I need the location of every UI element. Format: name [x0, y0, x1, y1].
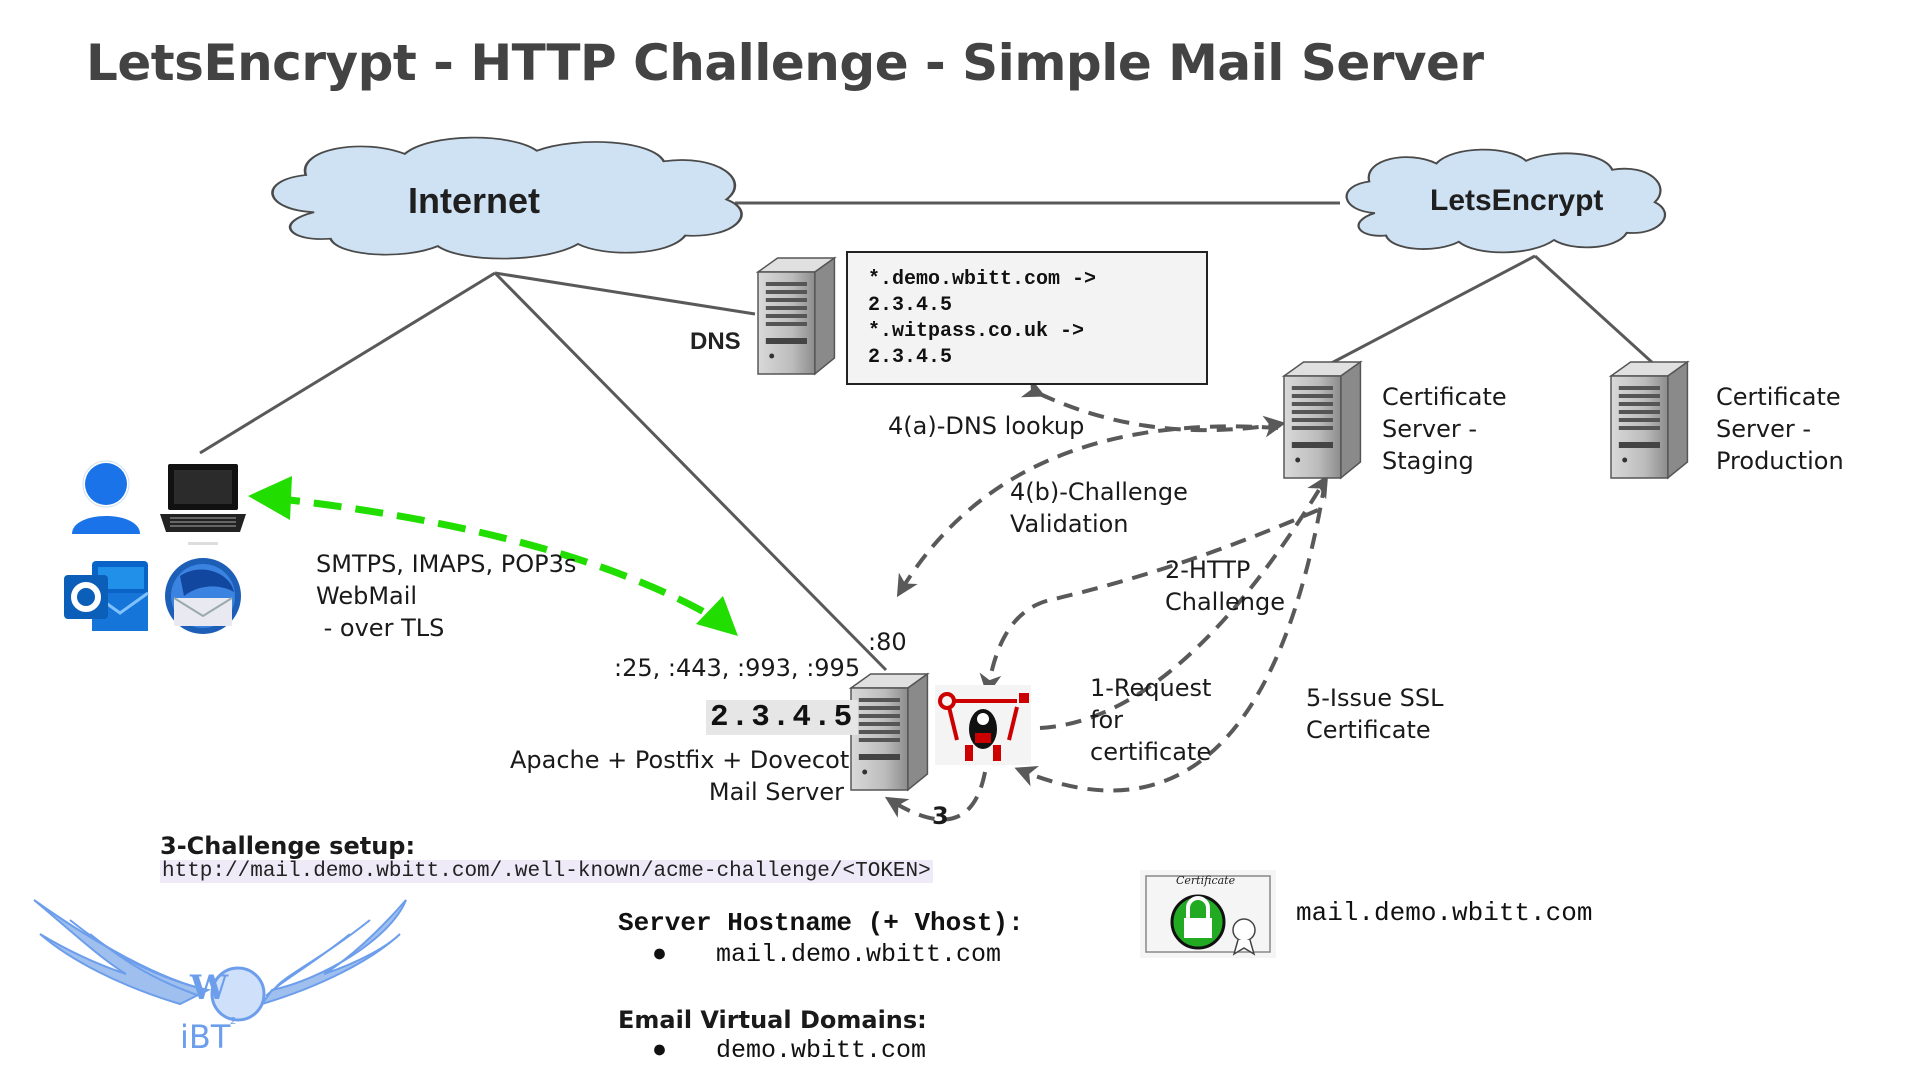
server-icon: [1283, 361, 1362, 479]
hostname-item: mail.demo.wbitt.com: [716, 940, 1002, 969]
virtual-domains-bullet: ●: [652, 1036, 668, 1065]
logo-sup: 2: [230, 1016, 237, 1027]
label-line: 5-Issue SSL: [1306, 684, 1444, 712]
certbot-icon: [935, 685, 1031, 765]
label-line: - over TLS: [316, 614, 445, 642]
user-icon: [72, 460, 140, 534]
step-challenge-validation: 4(b)-Challenge Validation: [1010, 476, 1188, 540]
dns-records-box: *.demo.wbitt.com -> 2.3.4.5 *.witpass.co…: [846, 251, 1208, 385]
flow-issue-ssl: [1014, 481, 1327, 793]
certificate-domain: mail.demo.wbitt.com: [1296, 898, 1593, 928]
label-line: Production: [1716, 447, 1844, 475]
flow-request: [1039, 474, 1329, 730]
label-line: WebMail: [316, 582, 418, 610]
mail-server-name: Apache + Postfix + Dovecot Mail Server: [510, 744, 850, 808]
dns-record: 2.3.4.5: [868, 294, 953, 317]
dns-record: 2.3.4.5: [868, 346, 953, 369]
dns-record: *.witpass.co.uk ->: [868, 320, 1085, 343]
server-icon: [1610, 361, 1689, 479]
label-line: Certificate: [1716, 383, 1841, 411]
step-request: 1-Request for certificate: [1090, 672, 1211, 768]
label-line: 4(b)-Challenge: [1010, 478, 1188, 506]
virtual-domains-item: demo.wbitt.com: [716, 1036, 927, 1065]
flow-challenge-validation: [896, 424, 1279, 598]
logo-brand: iBT: [180, 1018, 231, 1056]
letsencrypt-label: LetsEncrypt: [1430, 184, 1604, 217]
label-line: SMTPS, IMAPS, POP3s: [316, 550, 577, 578]
hostname-title: Server Hostname (+ Vhost):: [618, 908, 1024, 938]
flow-http-challenge: [979, 508, 1319, 696]
mail-ports-label: :25, :443, :993, :995: [614, 654, 861, 682]
certificate-icon: [1140, 870, 1276, 958]
label-line: Challenge: [1165, 588, 1285, 616]
hostname-bullet: ●: [652, 940, 668, 969]
step-dns-lookup: 4(a)-DNS lookup: [888, 412, 1085, 440]
virtual-domains-title: Email Virtual Domains:: [618, 1006, 927, 1034]
certificate-badge-text: Certificate: [1176, 874, 1236, 887]
cert-server-staging-label: Certificate Server - Staging: [1382, 381, 1507, 477]
mail-server-ip: 2.3.4.5: [706, 700, 859, 735]
flow-challenge-setup: [884, 771, 987, 822]
dns-label: DNS: [690, 328, 741, 355]
server-icon: [850, 673, 929, 791]
port-80-label: :80: [868, 628, 907, 656]
internet-label: Internet: [408, 180, 541, 221]
label-line: Apache + Postfix + Dovecot: [510, 746, 850, 774]
outlook-icon: [64, 561, 149, 631]
label-line: 2-HTTP: [1165, 556, 1251, 584]
dashed-flows: [884, 377, 1329, 822]
label-line: certificate: [1090, 738, 1212, 766]
client-protocols: SMTPS, IMAPS, POP3s WebMail - over TLS: [316, 548, 576, 644]
dns-record: *.demo.wbitt.com ->: [868, 268, 1097, 291]
thunderbird-icon: [165, 558, 241, 634]
label-line: Server -: [1382, 415, 1477, 443]
label-line: Mail Server: [708, 778, 844, 806]
label-line: for: [1090, 706, 1123, 734]
label-line: Staging: [1382, 447, 1474, 475]
label-line: 1-Request: [1090, 674, 1212, 702]
label-line: Validation: [1010, 510, 1129, 538]
connection-lines: [199, 201, 1657, 672]
label-line: Server -: [1716, 415, 1811, 443]
label-line: Certificate: [1306, 716, 1431, 744]
step-setup-number: 3: [932, 802, 949, 830]
server-icon: [757, 257, 836, 375]
logo-letter: W: [190, 968, 229, 1008]
challenge-url: http://mail.demo.wbitt.com/.well-known/a…: [160, 860, 933, 883]
page-title: LetsEncrypt - HTTP Challenge - Simple Ma…: [86, 34, 1484, 92]
tls-flow-arrow: [248, 476, 738, 636]
step-issue-ssl: 5-Issue SSL Certificate: [1306, 682, 1443, 746]
cert-server-production-label: Certificate Server - Production: [1716, 381, 1844, 477]
challenge-setup-title: 3-Challenge setup:: [160, 832, 416, 860]
label-line: Certificate: [1382, 383, 1507, 411]
laptop-icon: [160, 464, 246, 545]
ibt-logo: [33, 899, 407, 1022]
step-http-challenge: 2-HTTP Challenge: [1165, 554, 1285, 618]
